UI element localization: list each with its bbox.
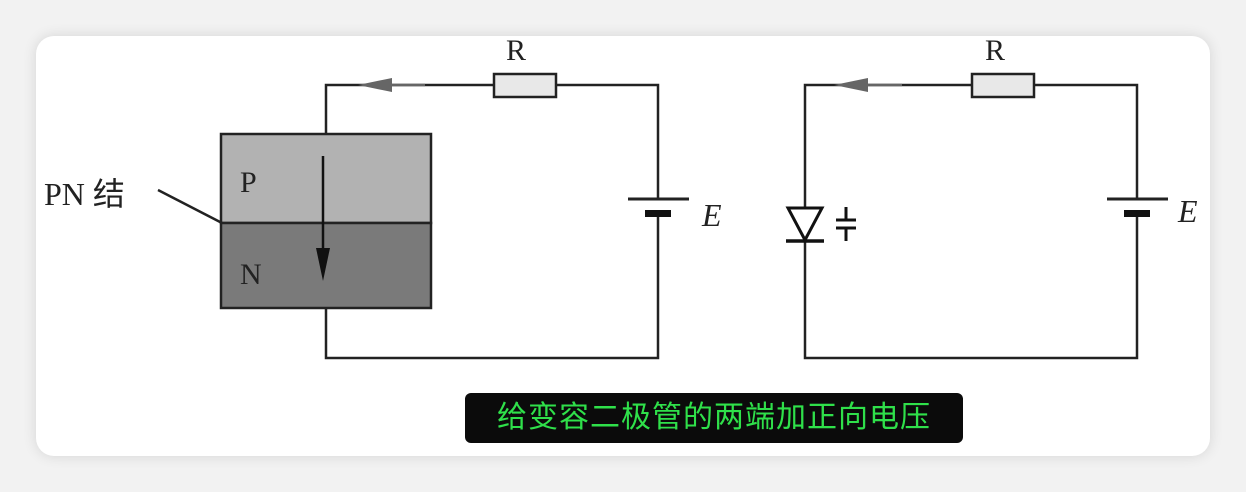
left-top-wire [324, 83, 494, 134]
left-resistor [492, 72, 558, 99]
left-current-arrow [358, 78, 392, 92]
n-region-label: N [240, 258, 262, 291]
left-battery-label: E [701, 197, 722, 233]
p-region [219, 132, 433, 225]
right-bottom-wire [803, 216, 1139, 360]
left-resistor-label: R [506, 34, 526, 67]
subtitle-caption: 给变容二极管的两端加正向电压 [465, 393, 963, 443]
left-bottom-wire [324, 216, 660, 360]
p-region-label: P [240, 166, 257, 199]
right-resistor-label: R [985, 34, 1005, 67]
right-current-arrow [834, 78, 868, 92]
right-resistor [970, 72, 1036, 99]
right-battery-short-plate [1124, 210, 1150, 217]
right-battery-label: E [1177, 193, 1198, 229]
left-circuit: R E P N PN 结 [44, 34, 722, 360]
left-battery-short-plate [645, 210, 671, 217]
left-top-right-wire [556, 83, 660, 198]
right-top-right-wire [1034, 83, 1139, 198]
right-top-wire [803, 83, 972, 208]
right-circuit: R E [785, 34, 1198, 360]
varactor-diode-icon [785, 206, 856, 244]
pn-current-arrow-head [316, 248, 330, 281]
pn-junction-leader-line [157, 188, 223, 225]
pn-junction-label: PN 结 [44, 176, 125, 212]
